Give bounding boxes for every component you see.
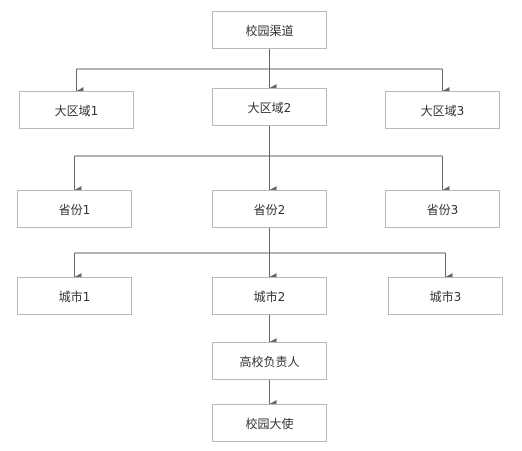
- node-label: 校园渠道: [245, 23, 294, 38]
- node-province-3: 省份3: [385, 190, 500, 228]
- node-city-2: 城市2: [212, 277, 327, 315]
- node-label: 城市3: [429, 289, 462, 304]
- node-label: 大区域2: [247, 100, 292, 115]
- node-label: 高校负责人: [239, 354, 300, 369]
- node-label: 城市2: [253, 289, 286, 304]
- node-campus-channel: 校园渠道: [212, 11, 327, 49]
- node-label: 省份1: [58, 202, 91, 217]
- node-province-2: 省份2: [212, 190, 327, 228]
- node-city-3: 城市3: [388, 277, 503, 315]
- node-label: 城市1: [58, 289, 91, 304]
- node-school-lead: 高校负责人: [212, 342, 327, 380]
- node-label: 省份2: [253, 202, 286, 217]
- node-region-3: 大区域3: [385, 91, 500, 129]
- node-region-2: 大区域2: [212, 88, 327, 126]
- node-city-1: 城市1: [17, 277, 132, 315]
- node-region-1: 大区域1: [19, 91, 134, 129]
- node-label: 省份3: [426, 202, 459, 217]
- node-province-1: 省份1: [17, 190, 132, 228]
- node-campus-ambassador: 校园大使: [212, 404, 327, 442]
- node-label: 大区域1: [54, 103, 99, 118]
- node-label: 大区域3: [420, 103, 465, 118]
- node-label: 校园大使: [245, 416, 294, 431]
